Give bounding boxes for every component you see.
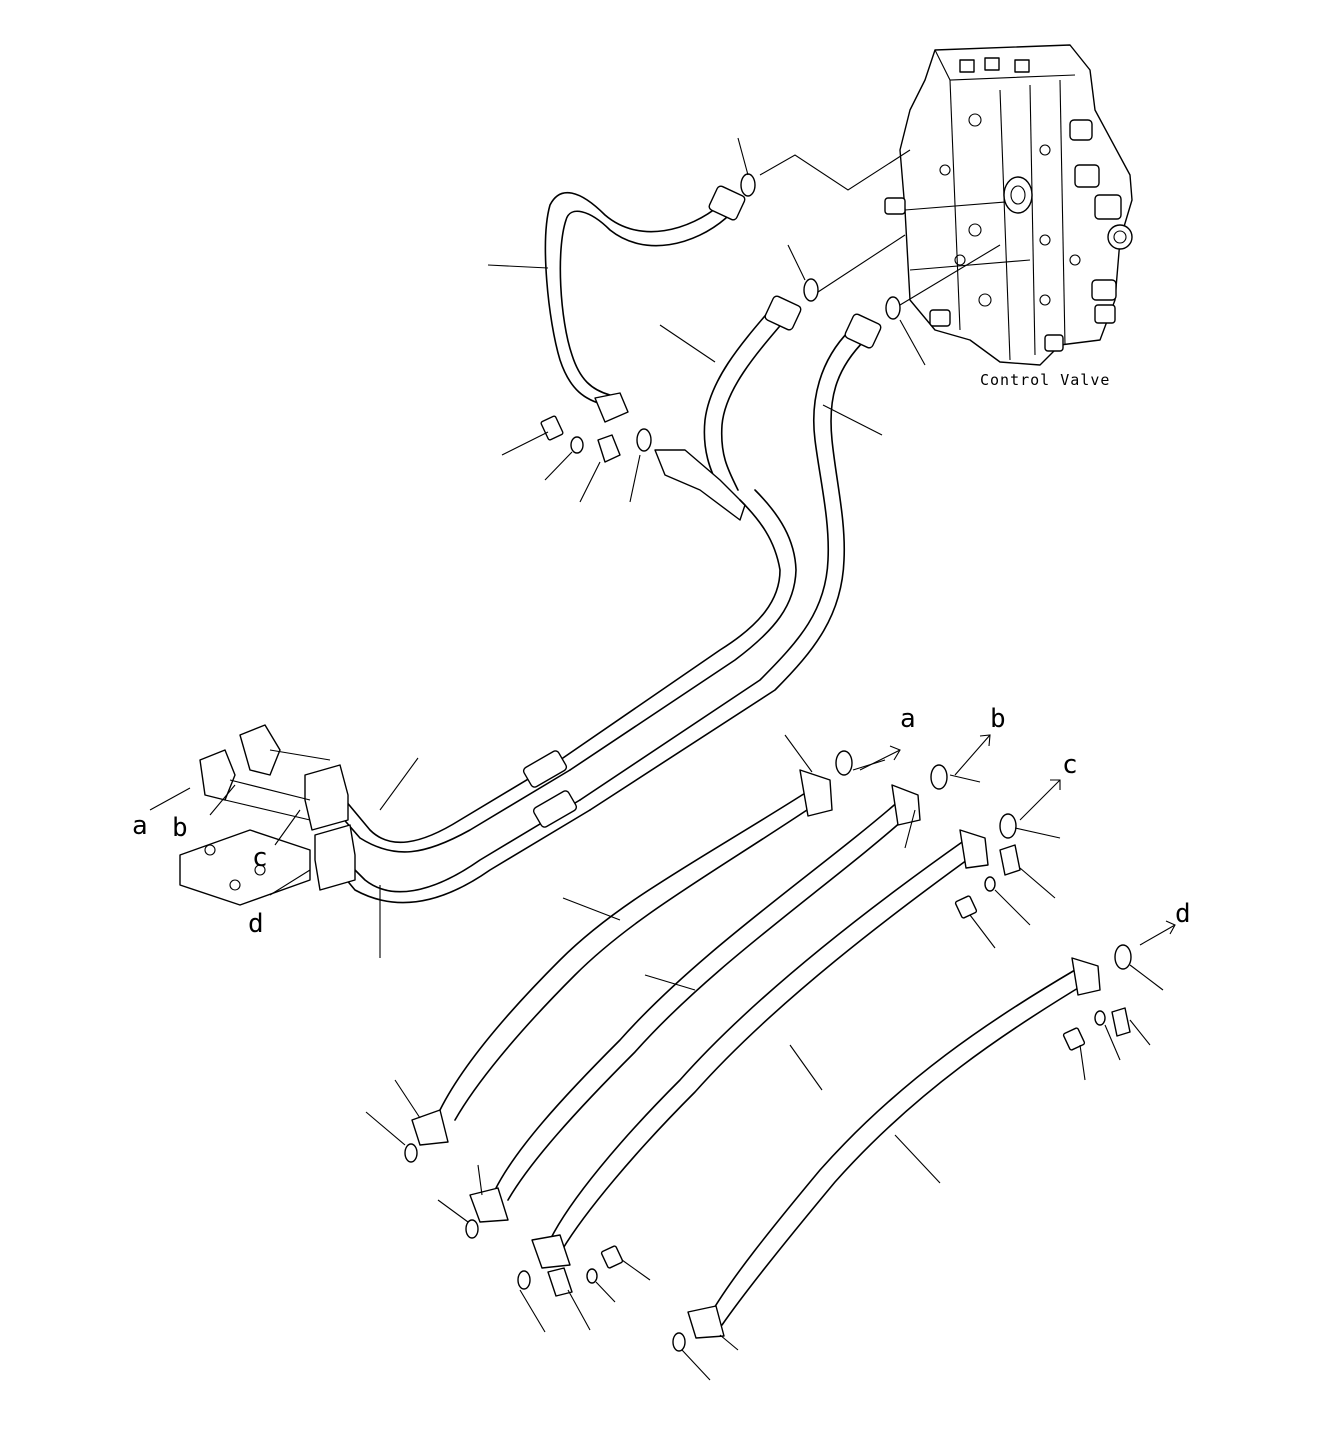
label-d-right: d (1175, 899, 1191, 929)
arrow-d-right (1139, 924, 1176, 946)
control-valve (884, 44, 1133, 366)
control-valve-caption: Control Valve (980, 371, 1110, 389)
arrow-d-left (269, 869, 311, 896)
upper-small-parts (540, 173, 901, 463)
upper-pipe-3 (579, 313, 882, 811)
arrowhead-d-right (1165, 920, 1176, 935)
arrow-a-left (149, 787, 191, 811)
arrow-b-left (209, 784, 236, 816)
upper-pipe-2 (559, 295, 802, 771)
label-c-left: c (252, 843, 268, 873)
arrowhead-c-right (1050, 779, 1061, 790)
upper-pipe-1 (544, 185, 746, 423)
label-a-right: a (900, 704, 916, 734)
label-a-left: a (132, 811, 148, 841)
main-pipes (339, 750, 591, 904)
arrowhead-a-right (889, 745, 901, 761)
arrow-a-right (859, 749, 901, 771)
arrow-b-right (954, 734, 991, 776)
lower-small-parts (404, 844, 1131, 1352)
hose-c (531, 813, 1017, 1269)
left-manifold (179, 724, 356, 906)
arrowhead-b-right (979, 734, 991, 747)
hose-d (687, 944, 1132, 1339)
label-c-right: c (1062, 750, 1078, 780)
hose-a (411, 750, 853, 1146)
label-b-left: b (172, 813, 188, 843)
leader-lines (365, 137, 1164, 1381)
hose-b (469, 764, 948, 1223)
arrow-c-right (1019, 779, 1061, 821)
label-b-right: b (990, 704, 1006, 734)
arrow-c-left (274, 809, 301, 846)
label-d-left: d (248, 909, 264, 939)
